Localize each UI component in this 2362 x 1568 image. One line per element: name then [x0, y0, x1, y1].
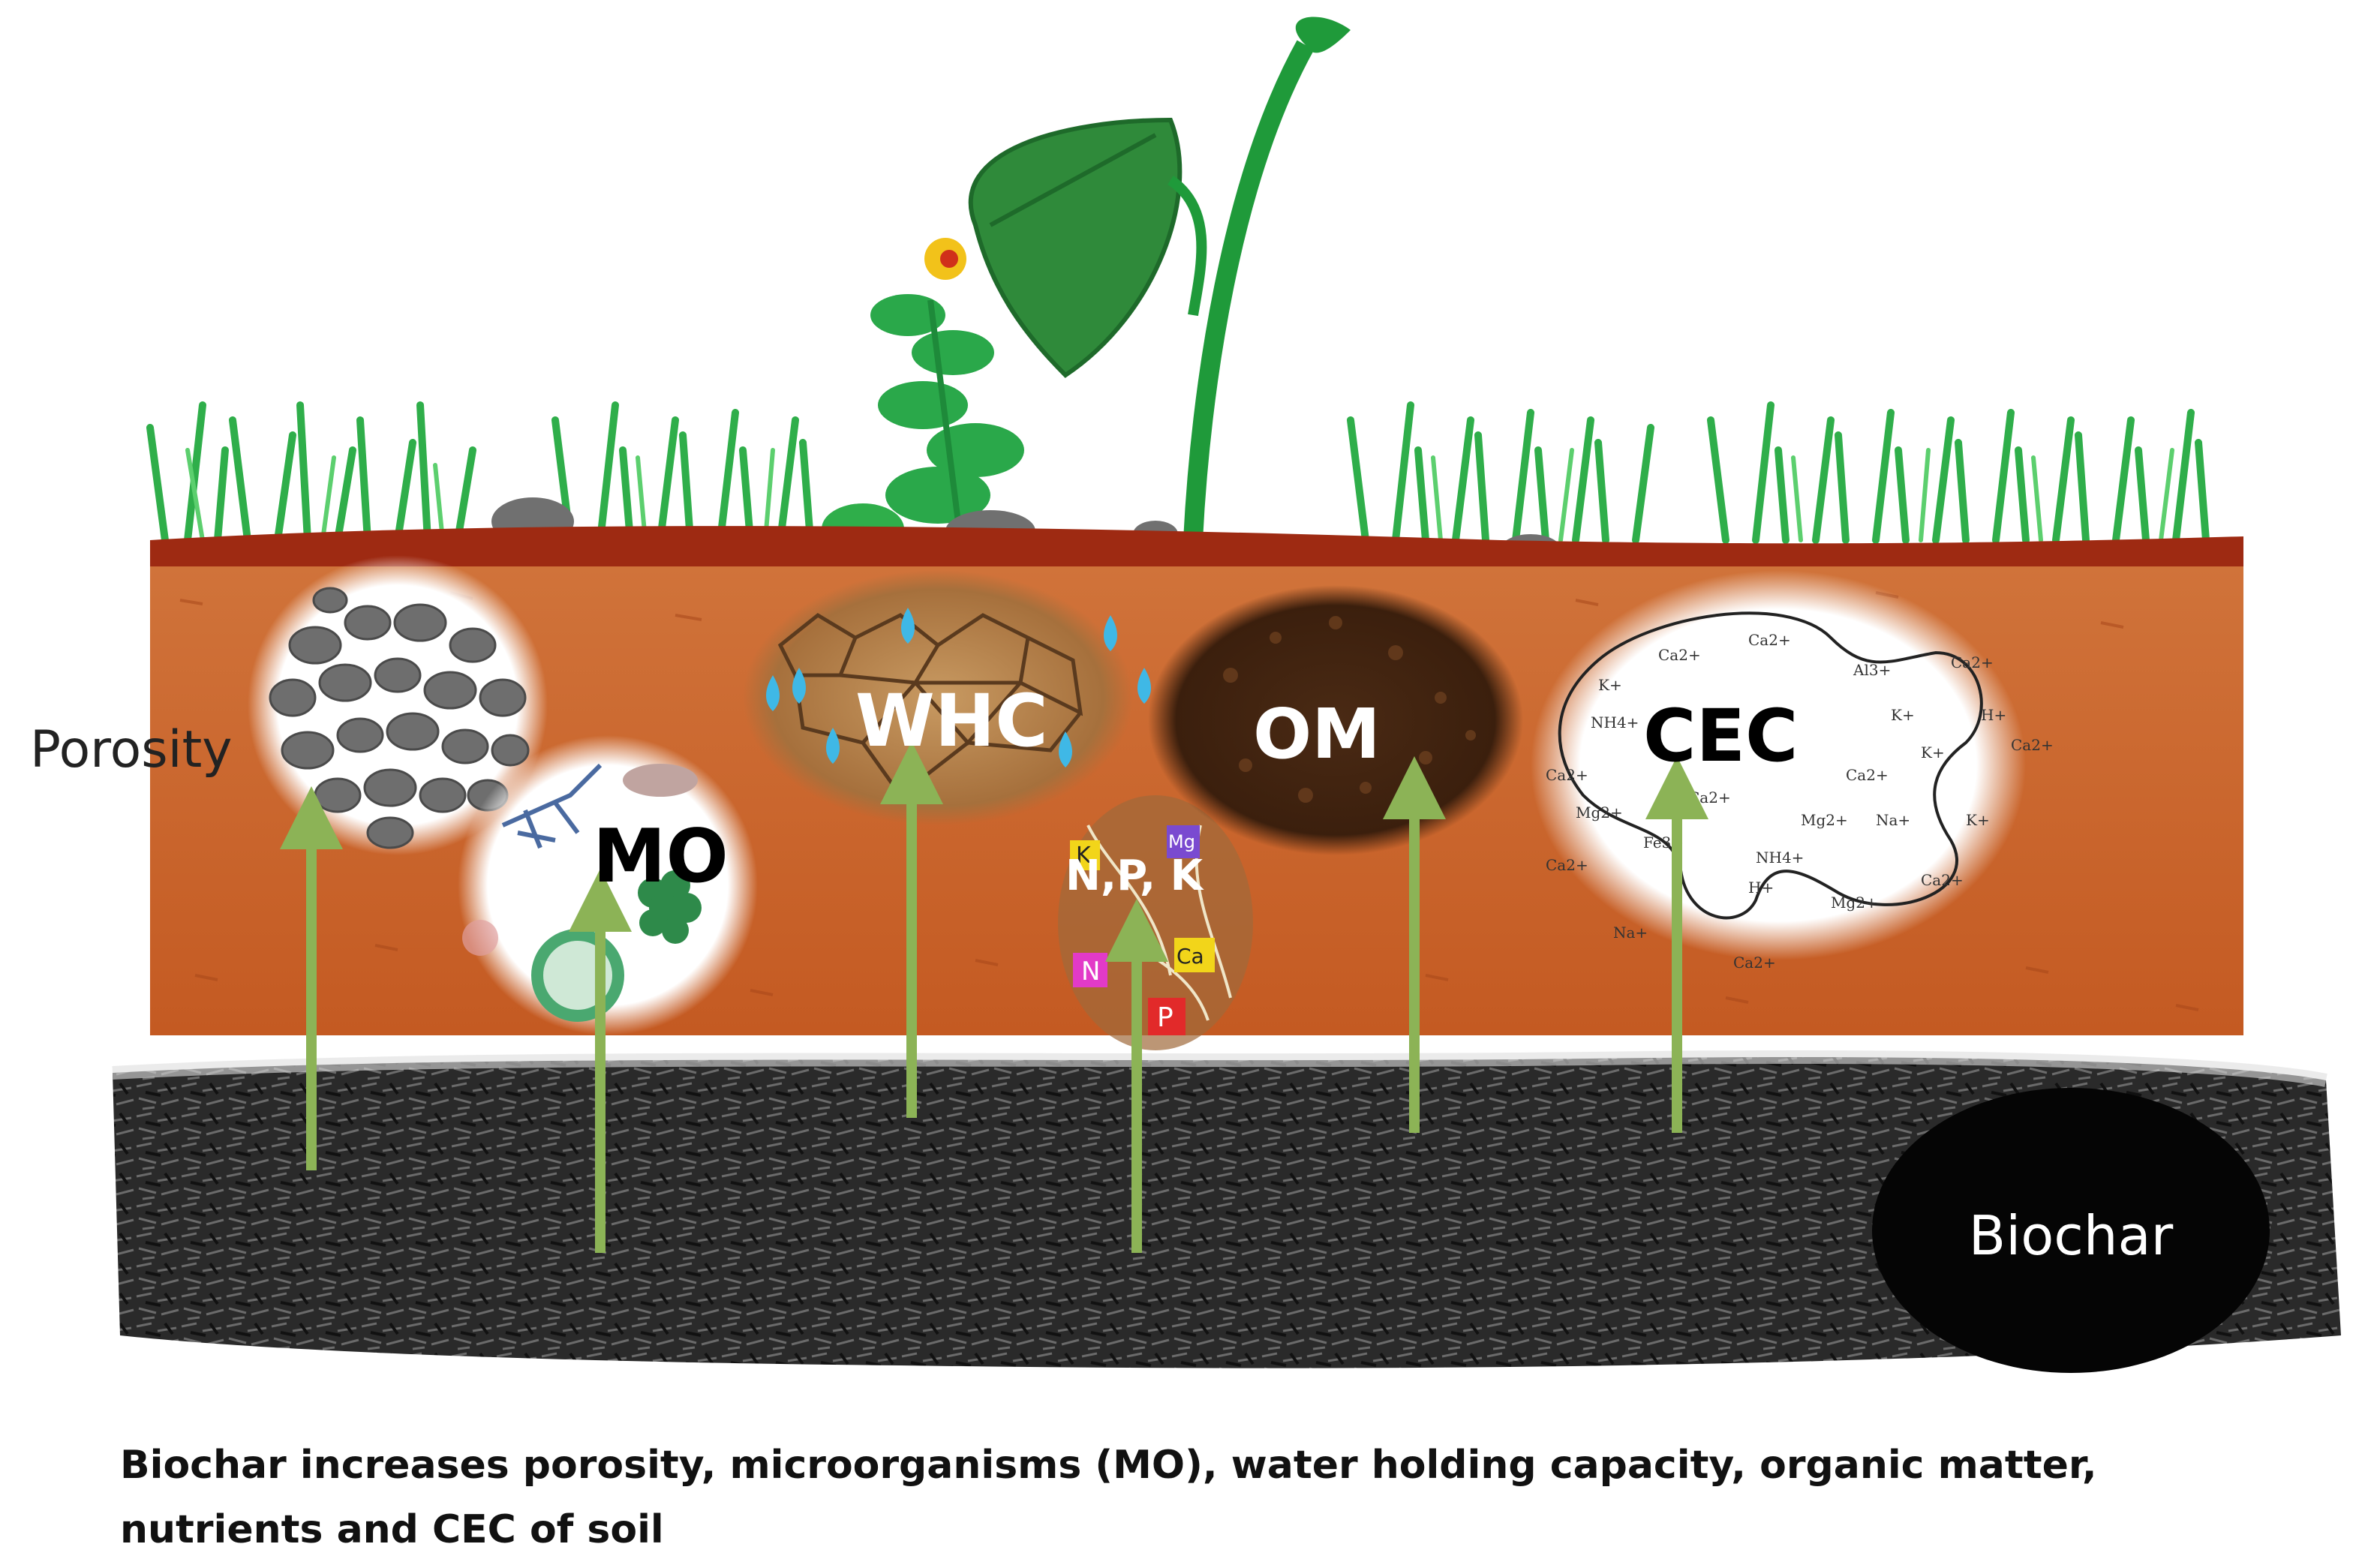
svg-text:Ca: Ca	[1176, 944, 1204, 969]
nutrient-tile-P	[1148, 998, 1186, 1035]
svg-text:Mg2+: Mg2+	[1576, 804, 1623, 822]
svg-text:Ca2+: Ca2+	[1546, 856, 1588, 874]
svg-text:Mg: Mg	[1168, 831, 1195, 852]
nutrient-tile-Mg	[1167, 825, 1200, 858]
water-holding-capacity-circle	[743, 570, 1151, 825]
svg-text:Mg2+: Mg2+	[1801, 811, 1848, 829]
svg-text:N: N	[1081, 957, 1100, 987]
svg-text:K: K	[1076, 843, 1092, 869]
large-leaf	[968, 117, 1183, 378]
whc-label: WHC	[855, 679, 1048, 763]
biochar-label: Biochar	[1968, 1204, 2174, 1267]
grass	[146, 401, 2210, 544]
svg-text:Ca2+: Ca2+	[1921, 871, 1964, 889]
svg-text:K+: K+	[1598, 676, 1622, 694]
svg-text:H+: H+	[1981, 706, 2006, 724]
topsoil-layer	[150, 526, 2243, 570]
nutrient-tile-N	[1073, 953, 1107, 987]
cec-circle: Ca2+ K+ Ca2+ Al3+ NH4+ Ca2+ K+ H+ Ca2+ C…	[1531, 570, 2054, 972]
biochar-layer	[113, 1057, 2341, 1368]
nutrient-tile-K	[1070, 840, 1100, 870]
svg-text:Al3+: Al3+	[1853, 661, 1891, 679]
svg-text:Ca2+: Ca2+	[2011, 736, 2054, 754]
svg-text:Ca2+: Ca2+	[1688, 789, 1731, 807]
svg-text:Ca2+: Ca2+	[1546, 766, 1588, 784]
svg-text:Na+: Na+	[1876, 811, 1910, 829]
svg-text:K+: K+	[1891, 706, 1915, 724]
svg-text:Ca2+: Ca2+	[1733, 954, 1776, 972]
svg-text:Ca2+: Ca2+	[1846, 766, 1889, 784]
svg-text:Na+: Na+	[1613, 924, 1648, 942]
nutrients-area: N P K Ca Mg	[1058, 795, 1253, 1050]
mo-label: MO	[593, 814, 729, 900]
svg-text:Ca2+: Ca2+	[1951, 653, 1994, 671]
svg-text:NH4+: NH4+	[1756, 849, 1804, 867]
svg-text:Ca2+: Ca2+	[1658, 646, 1701, 664]
nutrient-tile-Ca	[1174, 938, 1215, 972]
om-label: OM	[1253, 694, 1381, 774]
clay-particle	[1558, 611, 1983, 920]
porosity-circle	[248, 555, 548, 855]
cec-label: CEC	[1643, 694, 1799, 778]
biochar-blob	[1872, 1088, 2270, 1373]
porosity-label: Porosity	[30, 720, 233, 779]
svg-text:P: P	[1157, 1002, 1173, 1033]
svg-text:Mg2+: Mg2+	[1831, 894, 1878, 912]
svg-text:H+: H+	[1748, 879, 1774, 897]
svg-text:NH4+: NH4+	[1591, 713, 1639, 731]
svg-text:K+: K+	[1966, 811, 1990, 829]
svg-text:Ca2+: Ca2+	[1748, 631, 1791, 649]
npk-label: N,P, K	[1065, 852, 1204, 900]
plant	[870, 17, 1351, 541]
svg-text:K+: K+	[1921, 743, 1945, 761]
figure-caption: Biochar increases porosity, microorganis…	[120, 1443, 2097, 1552]
increase-arrows	[280, 741, 1708, 1253]
